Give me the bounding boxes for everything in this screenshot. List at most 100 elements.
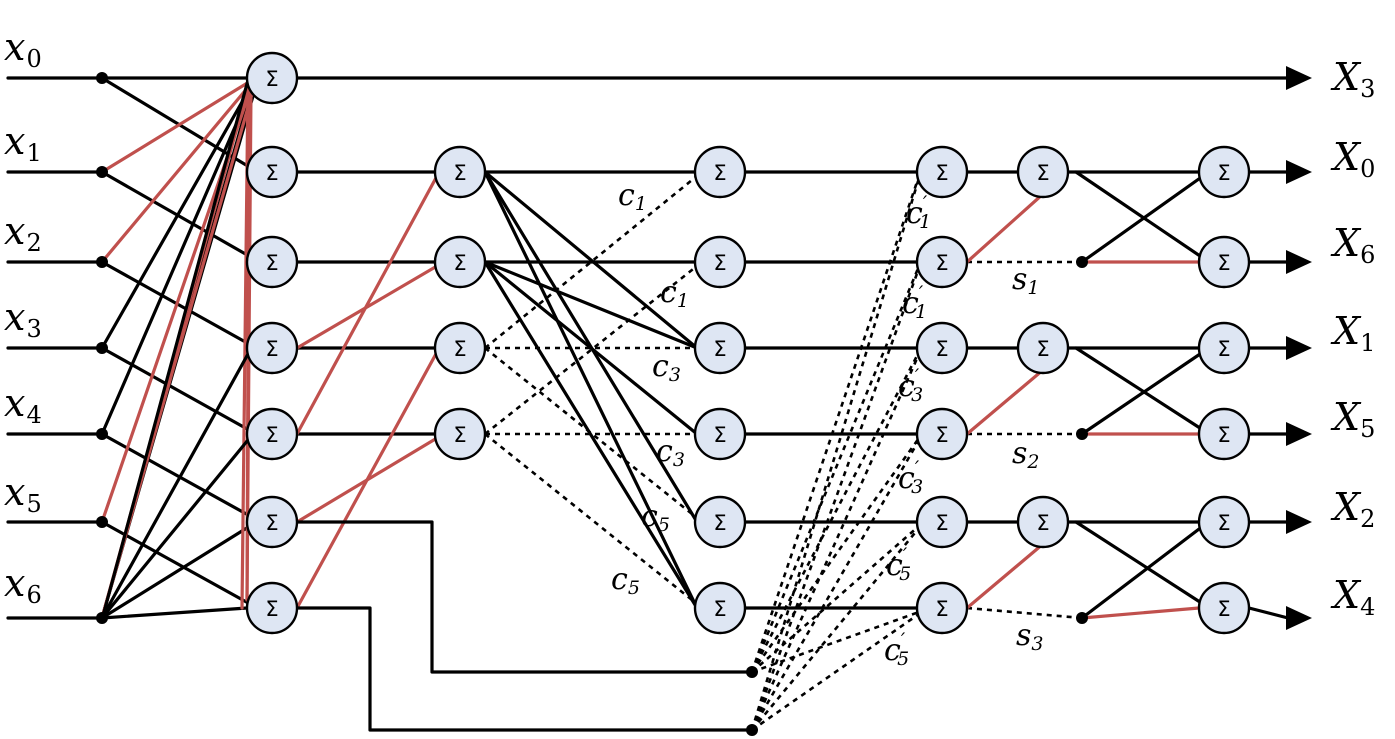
- dash-edge-79: [966, 606, 1083, 620]
- solid-edge-89: [1080, 350, 1205, 436]
- input-label-x3: x3: [4, 295, 42, 343]
- sum-node-c4-r0-circle: [915, 145, 969, 199]
- sum-node-c3-r5-symbol: Σ: [713, 597, 726, 621]
- sum-node-c5-r2: Σ: [1016, 495, 1070, 549]
- output-arrow-1: [1286, 160, 1312, 184]
- solid-edge-44: [483, 170, 699, 350]
- sum-node-c3-r4: Σ: [693, 495, 747, 549]
- dash-edge-70: [751, 525, 920, 673]
- sum-node-c2-r3-symbol: Σ: [453, 423, 466, 447]
- sum-node-c4-r5-circle: [915, 581, 969, 635]
- solid-edge-88: [1074, 346, 1205, 432]
- coef-label-c5-prime-a: c′5: [886, 544, 911, 585]
- red-edge-82: [965, 542, 1045, 610]
- input-label-x6: x6: [4, 561, 42, 609]
- input-tap-dot-5: [96, 516, 108, 528]
- sum-node-c4-r5-symbol: Σ: [935, 597, 948, 621]
- sum-node-c2-r0-symbol: Σ: [453, 161, 466, 185]
- sum-node-c5-r0: Σ: [1016, 145, 1070, 199]
- solid-edge-84: [1074, 170, 1205, 260]
- input-label-x1: x1: [4, 119, 42, 167]
- sum-node-c3-r2-circle: [693, 321, 747, 375]
- sum-node-c1-r3-symbol: Σ: [265, 337, 278, 361]
- sum-node-c6-r5-symbol: Σ: [1217, 597, 1230, 621]
- sum-node-c1-r5: Σ: [245, 495, 299, 549]
- sum-node-c3-r1: Σ: [693, 235, 747, 289]
- dash-edge-73: [751, 612, 920, 732]
- sum-node-c3-r3-symbol: Σ: [713, 423, 726, 447]
- sum-node-c1-r2: Σ: [245, 235, 299, 289]
- dash-edge-67: [750, 353, 921, 731]
- junction-dots: [96, 72, 1088, 736]
- output-label-X3: X3: [1330, 55, 1375, 103]
- sum-node-c4-r1: Σ: [915, 235, 969, 289]
- output-arrow-4: [1286, 422, 1312, 446]
- sum-node-c5-r2-circle: [1016, 495, 1070, 549]
- sum-node-c3-r1-circle: [693, 235, 747, 289]
- sum-node-c5-r0-symbol: Σ: [1036, 161, 1049, 185]
- sum-node-c3-r5: Σ: [693, 581, 747, 635]
- solid-edge-20: [100, 524, 252, 620]
- input-label-x5: x5: [4, 470, 42, 518]
- solid-edge-30: [102, 78, 250, 614]
- sum-node-c3-r0-circle: [693, 145, 747, 199]
- input-tap-dot-4: [96, 428, 108, 440]
- sum-node-c4-r2-symbol: Σ: [935, 337, 948, 361]
- sum-node-c4-r0-symbol: Σ: [935, 161, 948, 185]
- red-edge-41: [295, 350, 439, 610]
- solid-edge-93: [1080, 524, 1205, 620]
- dash-edge-62: [750, 175, 921, 673]
- sum-node-c4-r4-symbol: Σ: [935, 511, 948, 535]
- sum-node-c4-r1-circle: [915, 235, 969, 289]
- output-arrow-2: [1286, 250, 1312, 274]
- coef-label-c3-a: c3: [652, 349, 681, 386]
- sum-node-c3-r4-circle: [693, 495, 747, 549]
- coef-label-c5-b: c5: [611, 562, 640, 599]
- sum-node-c2-r2-symbol: Σ: [453, 337, 466, 361]
- solid-edge-49: [483, 260, 699, 610]
- sum-node-c6-r4: Σ: [1197, 495, 1251, 549]
- solid-edge-9: [100, 76, 253, 170]
- solid-edge-92: [1074, 520, 1205, 606]
- coef-label-c3-b: c3: [656, 434, 685, 471]
- coef-label-c5-prime-b: c′5: [884, 629, 909, 670]
- sum-node-c3-r0-symbol: Σ: [713, 161, 726, 185]
- sum-node-c6-r2-symbol: Σ: [1217, 337, 1230, 361]
- input-tap-dot-0: [96, 72, 108, 84]
- coef-label-c3-prime-b: c′3: [898, 457, 923, 498]
- sum-node-c1-r6-circle: [245, 581, 299, 635]
- sum-node-c3-r3-circle: [693, 407, 747, 461]
- red-edge-39: [295, 174, 439, 436]
- sum-node-c2-r0: Σ: [433, 145, 487, 199]
- sum-node-c5-r1-circle: [1016, 321, 1070, 375]
- solid-edge-85: [1080, 174, 1205, 264]
- sum-node-c5-r1-symbol: Σ: [1036, 337, 1049, 361]
- solid-edge-47: [483, 260, 699, 350]
- sum-node-c1-r2-symbol: Σ: [265, 251, 278, 275]
- dash-edge-69: [750, 439, 921, 731]
- red-edge-11: [100, 80, 251, 174]
- red-edge-13: [100, 84, 251, 264]
- dash-edge-64: [750, 265, 921, 673]
- output-label-X0: X0: [1330, 135, 1375, 183]
- sum-node-c2-r1-symbol: Σ: [453, 251, 466, 275]
- sum-node-c1-r4: Σ: [245, 407, 299, 461]
- sum-node-c4-r4-circle: [915, 495, 969, 549]
- bypass-junction-dot-2: [746, 724, 758, 736]
- output-label-X6: X6: [1330, 221, 1375, 269]
- dash-edge-65: [750, 267, 921, 731]
- solid-edge-100: [1247, 606, 1290, 620]
- sum-node-c1-r4-circle: [245, 407, 299, 461]
- sum-node-c6-r0: Σ: [1197, 145, 1251, 199]
- sum-node-c3-r2-symbol: Σ: [713, 337, 726, 361]
- solid-edge-48: [483, 260, 699, 436]
- output-labels: X3 X0 X6 X1 X5 X2 X4: [1330, 55, 1375, 621]
- sum-node-c4-r3-symbol: Σ: [935, 423, 948, 447]
- sum-node-c5-r2-symbol: Σ: [1036, 511, 1049, 535]
- sum-node-c2-r3: Σ: [433, 407, 487, 461]
- dash-edge-68: [750, 437, 921, 673]
- sum-node-c5-r1: Σ: [1016, 321, 1070, 375]
- solid-edge-15: [100, 86, 252, 350]
